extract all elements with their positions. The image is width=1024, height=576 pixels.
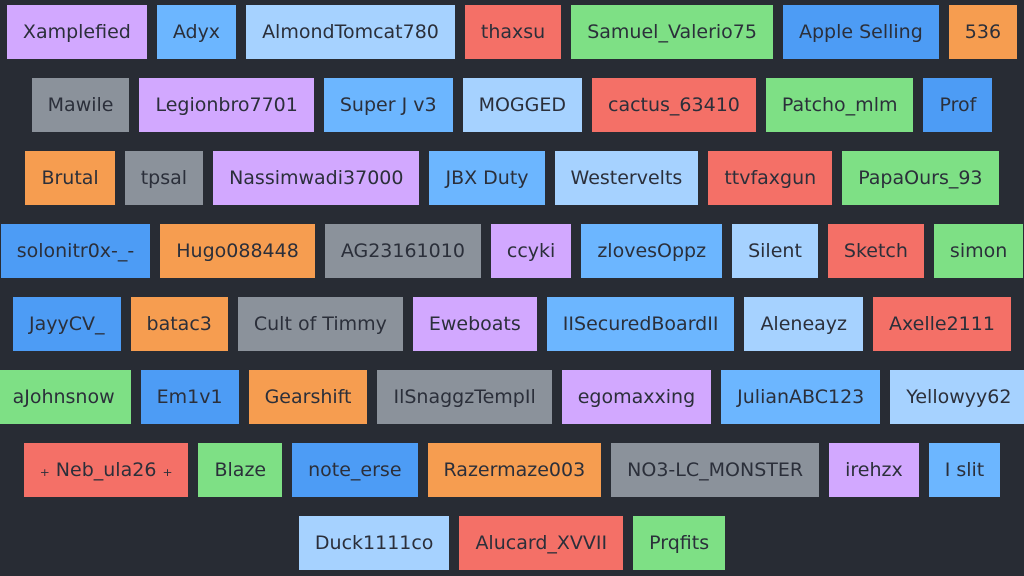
username-tag: zlovesOppz	[581, 224, 723, 278]
username-tag: Apple Selling	[782, 5, 939, 59]
username-tag: Prqfits	[633, 516, 726, 570]
username-tag: NO3-LC_MONSTER	[611, 443, 820, 497]
username-tag: Adyx	[156, 5, 237, 59]
username-tag: AG23161010	[324, 224, 481, 278]
username-tag: IISecuredBoardII	[546, 297, 735, 351]
username-tag: tpsal	[124, 151, 204, 205]
username-tag: Prof	[923, 78, 993, 132]
username-tag: MOGGED	[462, 78, 582, 132]
username-tag: aJohnsnow	[0, 370, 131, 424]
username-tag: Blaze	[198, 443, 283, 497]
username-tag: batac3	[130, 297, 228, 351]
username-tag: Eweboats	[412, 297, 537, 351]
username-tag: solonitr0x-_-	[0, 224, 151, 278]
username-tag: Legionbro7701	[139, 78, 314, 132]
username-tag: note_erse	[292, 443, 418, 497]
username-tag: Westervelts	[554, 151, 699, 205]
username-tag: ttvfaxgun	[708, 151, 833, 205]
username-tag: Nassimwadi37000	[213, 151, 420, 205]
username-tag: Brutal	[25, 151, 115, 205]
username-tag: Sketch	[827, 224, 924, 278]
username-tag: simon	[933, 224, 1024, 278]
username-tag: PapaOurs_93	[842, 151, 999, 205]
username-tag: thaxsu	[464, 5, 562, 59]
username-tag: Em1v1	[140, 370, 239, 424]
username-tag: cactus_63410	[592, 78, 756, 132]
username-tag: JayyCV_	[13, 297, 121, 351]
username-tag: egomaxxing	[561, 370, 712, 424]
username-tag: Mawile	[31, 78, 130, 132]
username-tag: Silent	[732, 224, 818, 278]
username-tag: Hugo088448	[160, 224, 315, 278]
username-tag: Alucard_XVVII	[459, 516, 624, 570]
username-tag: Patcho_mlm	[765, 78, 914, 132]
username-tag: Aleneayz	[744, 297, 863, 351]
username-tag: irehzx	[829, 443, 919, 497]
username-tag: Yellowyy62	[890, 370, 1024, 424]
username-tag: Samuel_Valerio75	[571, 5, 773, 59]
username-tag: Razermaze003	[427, 443, 602, 497]
username-tag: ccyki	[490, 224, 572, 278]
username-tag: Cult of Timmy	[237, 297, 403, 351]
username-tag: Duck1111co	[298, 516, 450, 570]
username-tag: ₊ Neb_ula26 ₊	[23, 443, 189, 497]
username-tag: Xamplefied	[6, 5, 147, 59]
username-tag: JulianABC123	[721, 370, 881, 424]
username-tag: Axelle2111	[873, 297, 1011, 351]
username-tag: 536	[948, 5, 1018, 59]
username-tag: Super J v3	[323, 78, 453, 132]
username-tag: I slit	[928, 443, 1001, 497]
username-tag: AlmondTomcat780	[246, 5, 455, 59]
username-tag: Gearshift	[248, 370, 368, 424]
username-tag: JBX Duty	[429, 151, 545, 205]
username-tag: IlSnaggzTempIl	[377, 370, 552, 424]
